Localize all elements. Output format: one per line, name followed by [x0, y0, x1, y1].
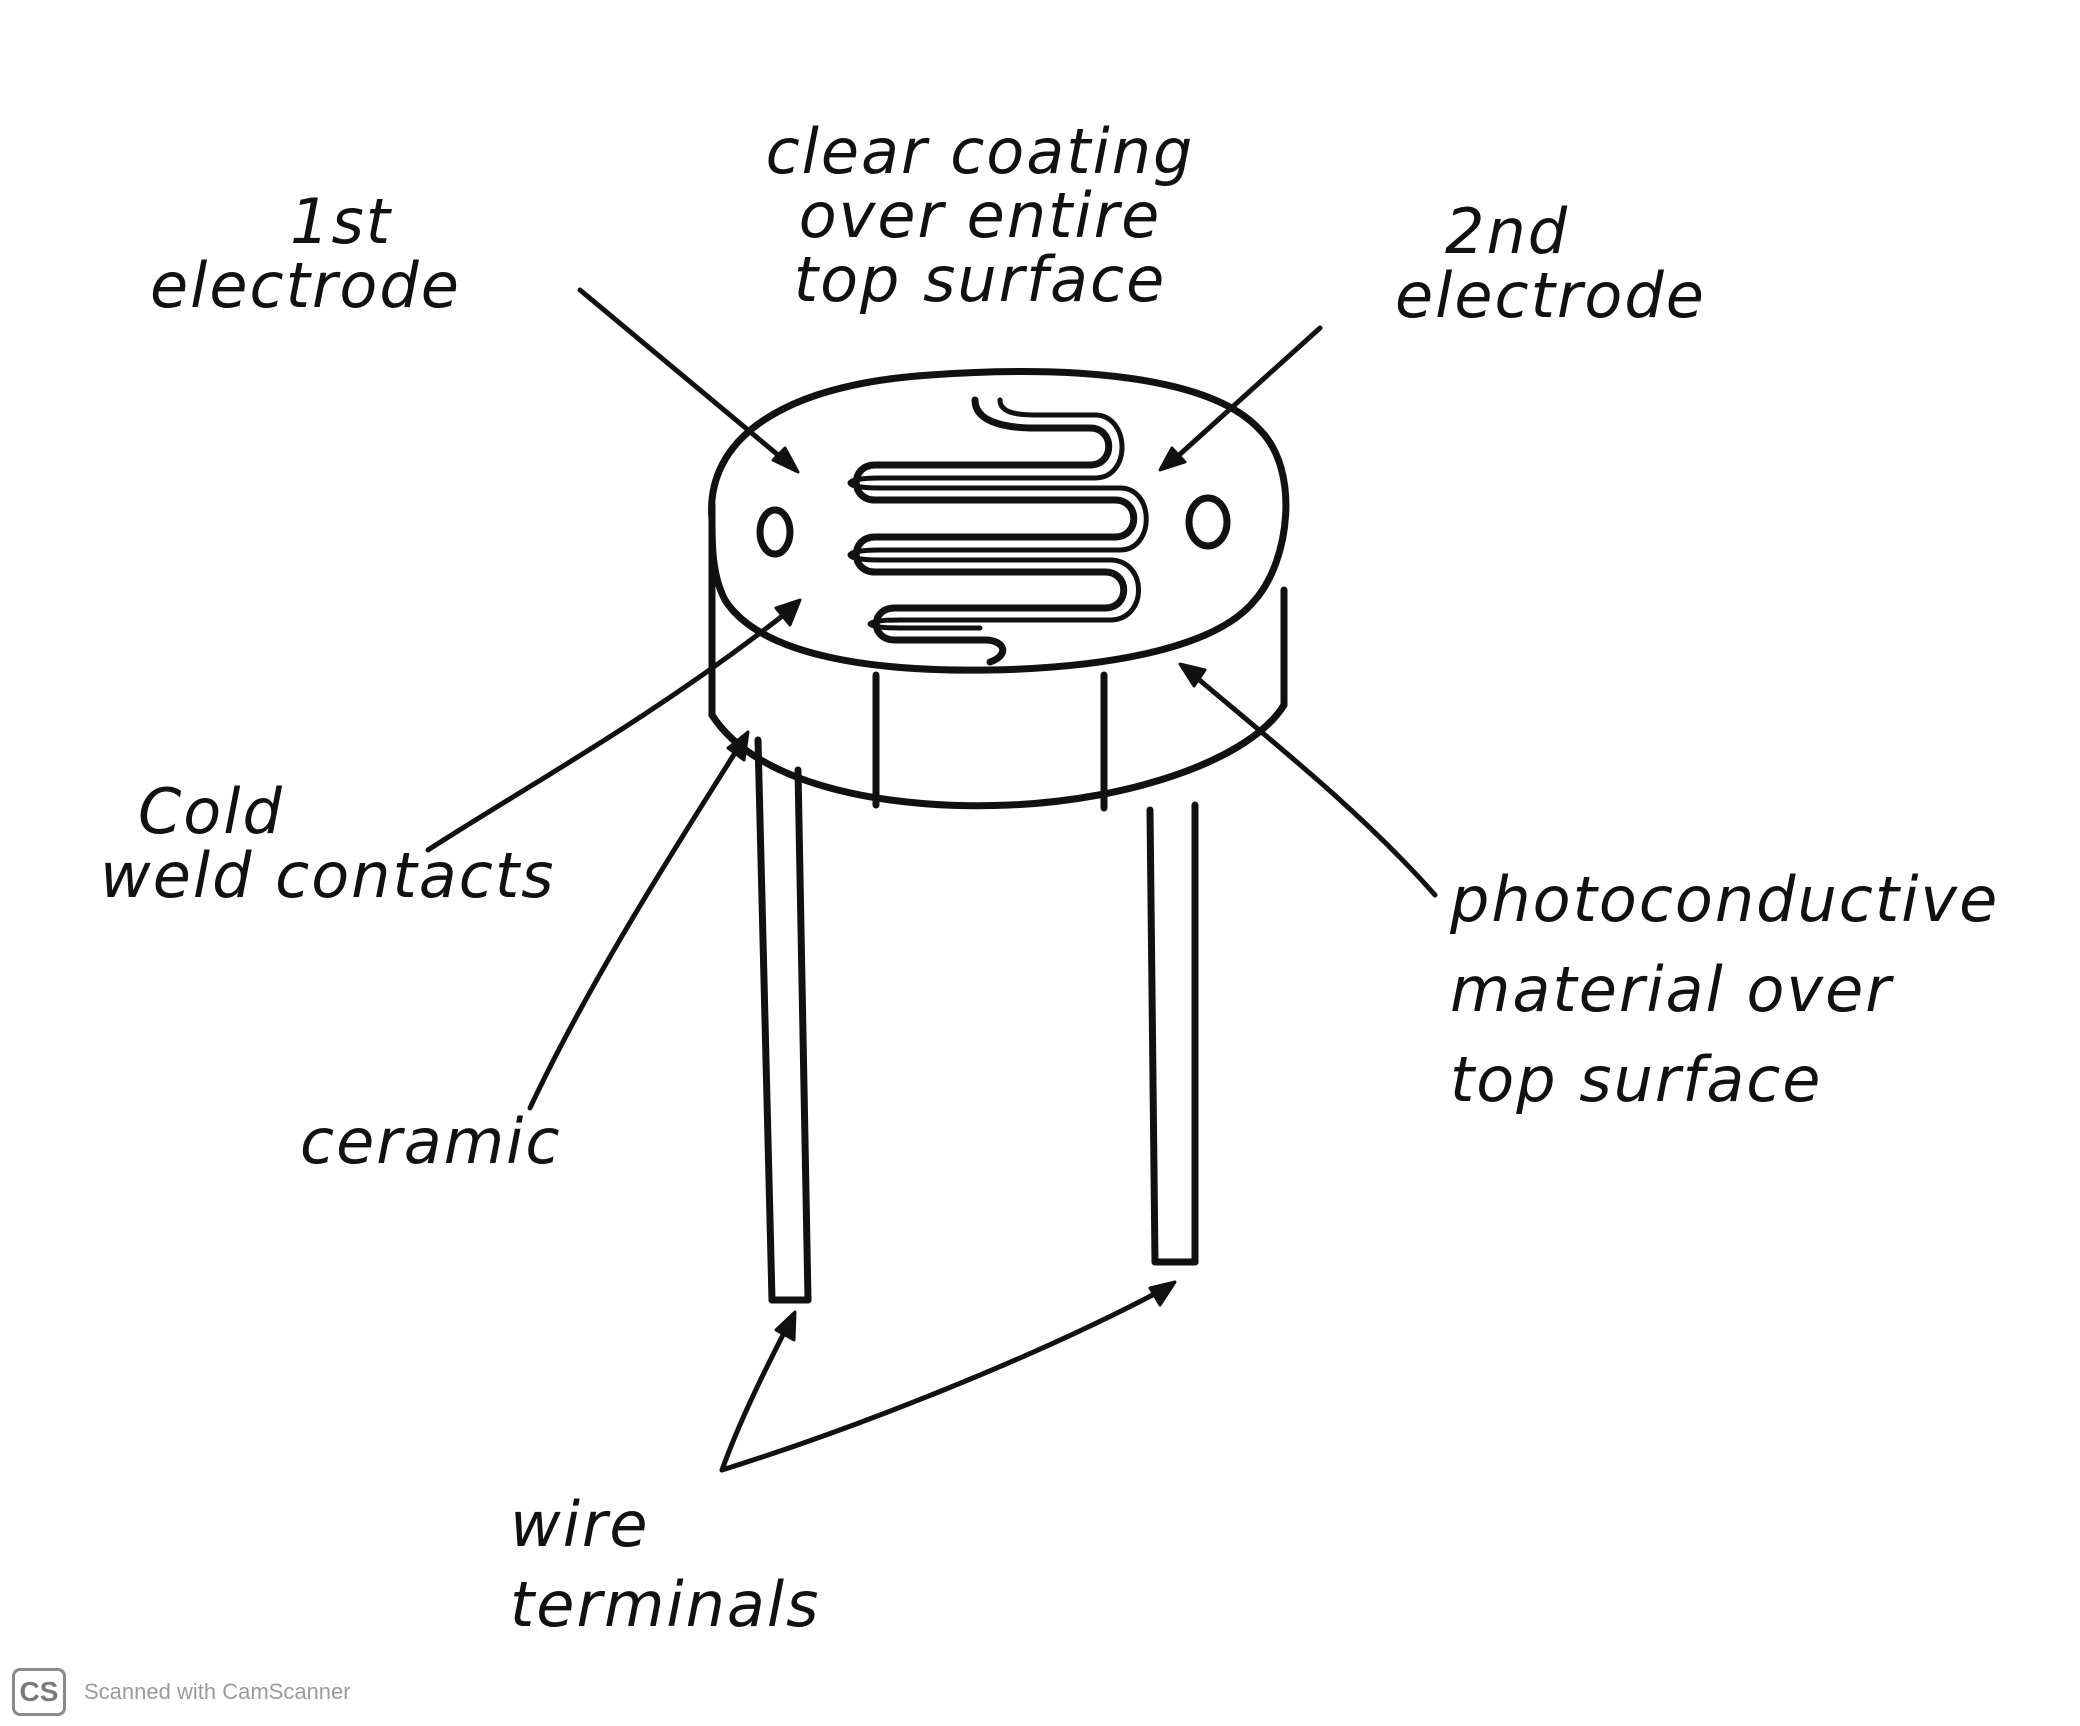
label-photoconductive-line3: top surface: [1450, 1043, 1823, 1116]
arrow-wire-terminal-left: [774, 1310, 797, 1342]
left-leg-inner: [794, 766, 812, 1304]
label-first-electrode: 1st electrode: [150, 190, 461, 318]
label-photoconductive-line1: photoconductive: [1450, 863, 2000, 936]
label-ceramic: ceramic: [300, 1105, 562, 1178]
serpentine-pattern-inner: [847, 397, 1149, 631]
electrode-contact-left: [756, 506, 794, 558]
right-leg-outer: [1146, 806, 1159, 1266]
label-second-electrode: 2nd electrode: [1395, 200, 1706, 328]
arrow-second-electrode: [1158, 446, 1187, 472]
arrow-ceramic: [726, 730, 750, 762]
label-second-electrode-line1: 2nd: [1445, 195, 1570, 268]
leader-cold-weld: [425, 607, 793, 853]
label-cold-weld-line2: weld contacts: [100, 839, 556, 912]
leader-ceramic: [527, 742, 743, 1111]
label-photoconductive: photoconductive material over top surfac…: [1450, 855, 1999, 1125]
arrow-wire-terminal-right: [1148, 1280, 1177, 1307]
label-wire-terminals-line2: terminals: [510, 1568, 821, 1641]
leader-photoconductive: [1187, 669, 1438, 898]
camscanner-text: Scanned with CamScanner: [84, 1679, 351, 1704]
top-surface-ellipse: [708, 368, 1290, 674]
leader-wire-terminal-right: [719, 1287, 1165, 1473]
label-clear-coating-line2: over entire: [798, 179, 1162, 252]
label-first-electrode-line1: 1st: [290, 185, 393, 258]
label-clear-coating-line1: clear coating: [765, 115, 1195, 188]
label-second-electrode-line2: electrode: [1395, 259, 1706, 332]
leader-first-electrode: [577, 287, 793, 468]
label-first-electrode-line2: electrode: [150, 249, 461, 322]
camscanner-watermark: CS Scanned with CamScanner: [12, 1668, 351, 1716]
label-wire-terminals: wire terminals: [510, 1485, 820, 1645]
arrow-cold-weld: [774, 598, 802, 627]
serpentine-pattern: [852, 396, 1138, 666]
label-photoconductive-line2: material over: [1450, 953, 1893, 1026]
camscanner-logo: CS: [12, 1668, 66, 1716]
label-cold-weld: Cold weld contacts: [100, 780, 555, 908]
leader-second-electrode: [1165, 325, 1323, 468]
left-leg-outer: [754, 736, 776, 1304]
label-clear-coating-line3: top surface: [793, 243, 1167, 316]
electrode-contact-right: [1185, 494, 1231, 550]
arrow-first-electrode: [771, 446, 800, 474]
label-wire-terminals-line1: wire: [510, 1488, 650, 1561]
label-clear-coating: clear coating over entire top surface: [720, 120, 1240, 312]
arrow-photoconductive: [1178, 662, 1207, 688]
label-cold-weld-line1: Cold: [138, 775, 284, 848]
body-bottom-rim: [708, 701, 1288, 810]
leader-wire-terminal-left: [719, 1322, 791, 1473]
